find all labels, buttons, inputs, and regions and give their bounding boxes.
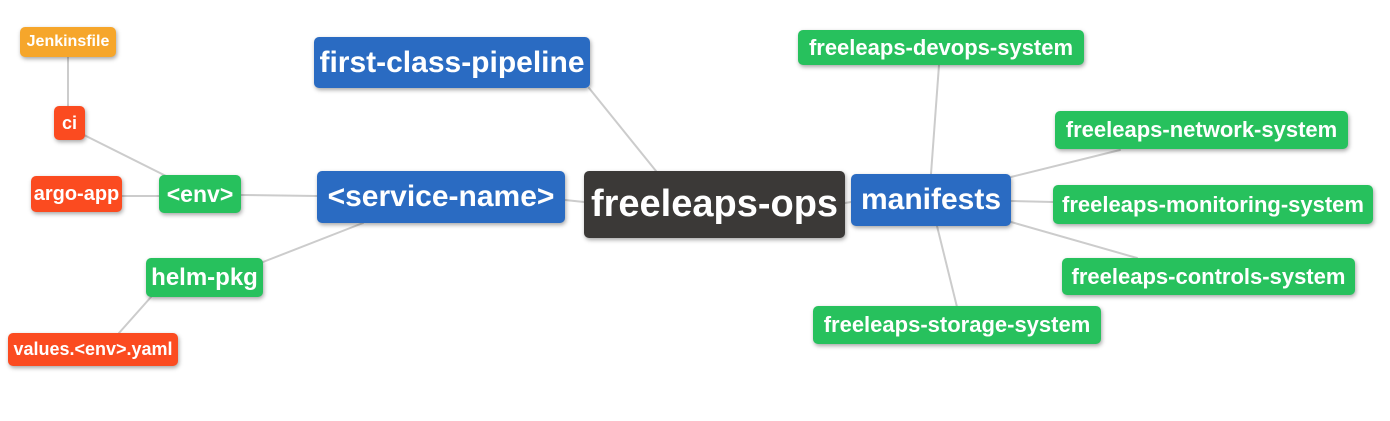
node-jenkinsfile[interactable]: Jenkinsfile bbox=[20, 27, 116, 57]
edge-first-class-pipeline-freeleaps-ops bbox=[588, 87, 657, 172]
edge-env-service-name bbox=[240, 194, 318, 197]
node-manifests[interactable]: manifests bbox=[851, 174, 1011, 226]
node-freeleaps-network-system[interactable]: freeleaps-network-system bbox=[1055, 111, 1348, 149]
edge-freeleaps-ops-manifests bbox=[844, 201, 852, 204]
edge-ci-env bbox=[83, 134, 167, 177]
node-freeleaps-storage-system[interactable]: freeleaps-storage-system bbox=[813, 306, 1101, 344]
edge-helm-pkg-values-env-yaml bbox=[118, 296, 152, 334]
node-env[interactable]: <env> bbox=[159, 175, 241, 213]
node-ci[interactable]: ci bbox=[54, 106, 85, 140]
edge-devops-system-manifests bbox=[930, 64, 940, 175]
node-first-class-pipeline[interactable]: first-class-pipeline bbox=[314, 37, 590, 88]
edge-manifests-storage-system bbox=[936, 225, 958, 308]
edge-manifests-network-system bbox=[1010, 149, 1121, 178]
edge-service-name-helm-pkg bbox=[262, 222, 364, 263]
node-freeleaps-ops[interactable]: freeleaps-ops bbox=[584, 171, 845, 238]
edge-manifests-controls-system bbox=[1010, 221, 1138, 259]
node-freeleaps-devops-system[interactable]: freeleaps-devops-system bbox=[798, 30, 1084, 65]
edge-service-name-freeleaps-ops bbox=[564, 199, 585, 203]
node-service-name[interactable]: <service-name> bbox=[317, 171, 565, 223]
node-argo-app[interactable]: argo-app bbox=[31, 176, 122, 212]
node-helm-pkg[interactable]: helm-pkg bbox=[146, 258, 263, 297]
edge-manifests-monitoring-system bbox=[1010, 200, 1054, 203]
node-freeleaps-controls-system[interactable]: freeleaps-controls-system bbox=[1062, 258, 1355, 295]
node-freeleaps-monitoring-system[interactable]: freeleaps-monitoring-system bbox=[1053, 185, 1373, 224]
node-values-env-yaml[interactable]: values.<env>.yaml bbox=[8, 333, 178, 366]
